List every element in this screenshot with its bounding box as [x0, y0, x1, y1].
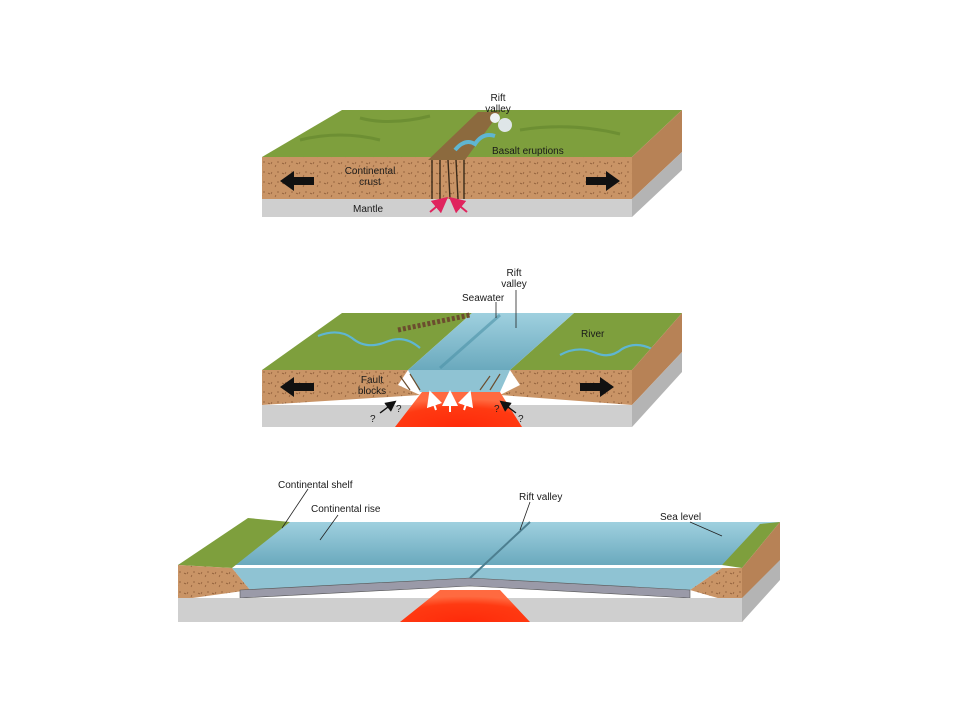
panel-3-mature-ocean: Continental shelf Continental rise Rift … [178, 480, 780, 622]
panel3-rift-valley [469, 521, 531, 579]
panel3-label-continental-rise: Continental rise [311, 504, 381, 515]
panel2-label-question-4: ? [518, 414, 524, 425]
panel2-magma-plume [395, 392, 522, 427]
panel1-label-basalt-eruptions: Basalt eruptions [492, 146, 564, 157]
panel2-seawater [408, 313, 574, 370]
panel3-sea-surface [178, 522, 780, 565]
panel2-arrow-left [280, 377, 314, 397]
panel2-upwelling-arrow-1 [426, 390, 443, 411]
panel2-river-left [317, 331, 421, 349]
panel1-upwelling-arrow-left [429, 196, 449, 214]
panel2-upwelling-arrow-3 [457, 390, 474, 411]
panel1-label-mantle: Mantle [353, 204, 383, 215]
panel1-mantle [262, 199, 632, 217]
panel2-question-arrow-right [499, 400, 517, 414]
panel3-land-left [178, 518, 290, 568]
panel3-land-right [722, 522, 780, 568]
panel1-arrow-right [586, 171, 620, 191]
panel1-arrow-left [280, 171, 314, 191]
panel2-river-right [559, 343, 653, 357]
panel2-label-question-3: ? [494, 404, 500, 415]
panel3-label-sea-level: Sea level [660, 512, 701, 523]
panel3-magma-plume [400, 590, 530, 622]
panel3-label-rift-valley: Rift valley [519, 492, 562, 503]
panel2-label-seawater: Seawater [462, 293, 505, 304]
panel2-question-arrow-left [379, 400, 397, 414]
panel2-label-river: River [581, 329, 605, 340]
panel2-label-question-1: ? [370, 414, 376, 425]
panel2-label-question-2: ? [396, 404, 402, 415]
panel1-crust-front [262, 157, 632, 199]
panel2-land-right [510, 313, 682, 370]
panel1-upwelling-arrow-right [448, 196, 468, 214]
panel1-rift-valley [428, 112, 500, 160]
panel2-arrow-right [580, 377, 614, 397]
panel3-label-continental-shelf: Continental shelf [278, 480, 353, 491]
